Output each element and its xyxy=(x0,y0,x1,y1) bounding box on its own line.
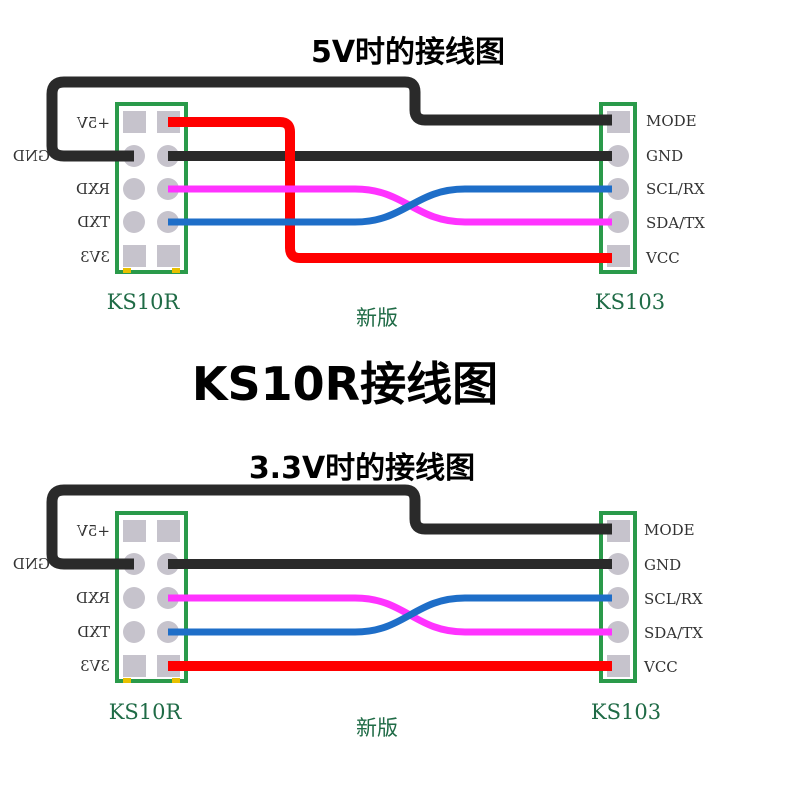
blue-wire-txd-to-scl xyxy=(168,594,612,636)
ks10r-pad xyxy=(123,211,145,233)
ks103-name: KS103 xyxy=(591,700,661,724)
ks10r-pin-label: TXD xyxy=(77,623,110,641)
ks10r-pad xyxy=(123,111,146,133)
ks10r-marker xyxy=(172,678,180,683)
ks10r-pin-label: 3V3 xyxy=(80,248,110,266)
ks10r-pad xyxy=(157,520,180,542)
ks10r-name: KS10R xyxy=(107,290,181,314)
ks10r-marker xyxy=(123,268,131,273)
ks103-pad xyxy=(607,655,630,677)
ks10r-name: KS10R xyxy=(109,700,183,724)
ks103-pad xyxy=(607,520,630,542)
ks10r-pin-label: RXD xyxy=(76,180,110,198)
main-title: KS10R接线图 xyxy=(192,357,498,411)
ks10r-pin-label: GND xyxy=(13,555,50,573)
ks103-pad xyxy=(607,111,630,133)
ks10r-pin-label: TXD xyxy=(77,213,110,231)
diagram-5v: +5V GND RXD TXD 3V3 MODE GND SCL/RX SDA/… xyxy=(13,76,705,330)
ks103-pad xyxy=(607,145,629,167)
diagram-2-title: 3.3V时的接线图 xyxy=(249,451,475,486)
ks103-pin-label: SDA/TX xyxy=(646,214,705,232)
ks103-pad xyxy=(607,553,629,575)
ks10r-pin-label: GND xyxy=(13,147,50,165)
ks103-pad xyxy=(607,621,629,643)
ks10r-pad xyxy=(123,621,145,643)
version-label: 新版 xyxy=(356,716,398,740)
ks103-pin-label: GND xyxy=(644,556,681,574)
ks10r-pin-label: 3V3 xyxy=(80,657,110,675)
ks103-pin-label: MODE xyxy=(646,112,697,130)
ks10r-pin-label: +5V xyxy=(76,114,110,132)
ks103-pad xyxy=(607,178,629,200)
ks10r-pad xyxy=(123,587,145,609)
ks103-pin-label: SCL/RX xyxy=(646,180,705,198)
ks10r-pad xyxy=(123,520,146,542)
ks103-pad xyxy=(607,211,629,233)
blue-wire-txd-to-scl xyxy=(168,185,612,226)
version-label: 新版 xyxy=(356,306,398,330)
black-wire-mode-to-gnd xyxy=(46,76,612,162)
black-wire-mode-to-gnd xyxy=(46,484,612,570)
ks103-pin-label: VCC xyxy=(645,249,680,267)
ks10r-pad xyxy=(123,245,146,267)
ks103-pin-label: MODE xyxy=(644,521,695,539)
diagram-1-title: 5V时的接线图 xyxy=(311,35,505,70)
ks10r-marker xyxy=(123,678,131,683)
ks10r-pin-label: RXD xyxy=(76,589,110,607)
ks10r-pin-label: +5V xyxy=(76,522,110,540)
ks10r-pad xyxy=(157,245,180,267)
ks103-pin-label: SDA/TX xyxy=(644,624,703,642)
ks103-name: KS103 xyxy=(595,290,665,314)
diagram-3v3: +5V GND RXD TXD 3V3 MODE GND SCL/RX SDA/… xyxy=(13,484,703,740)
ks103-pin-label: SCL/RX xyxy=(644,590,703,608)
ks10r-pad xyxy=(123,178,145,200)
ks103-pin-label: GND xyxy=(646,147,683,165)
ks103-pad xyxy=(607,587,629,609)
ks103-pin-label: VCC xyxy=(643,658,678,676)
ks10r-pad xyxy=(123,655,146,677)
ks10r-marker xyxy=(172,268,180,273)
ks103-pad xyxy=(607,245,630,267)
